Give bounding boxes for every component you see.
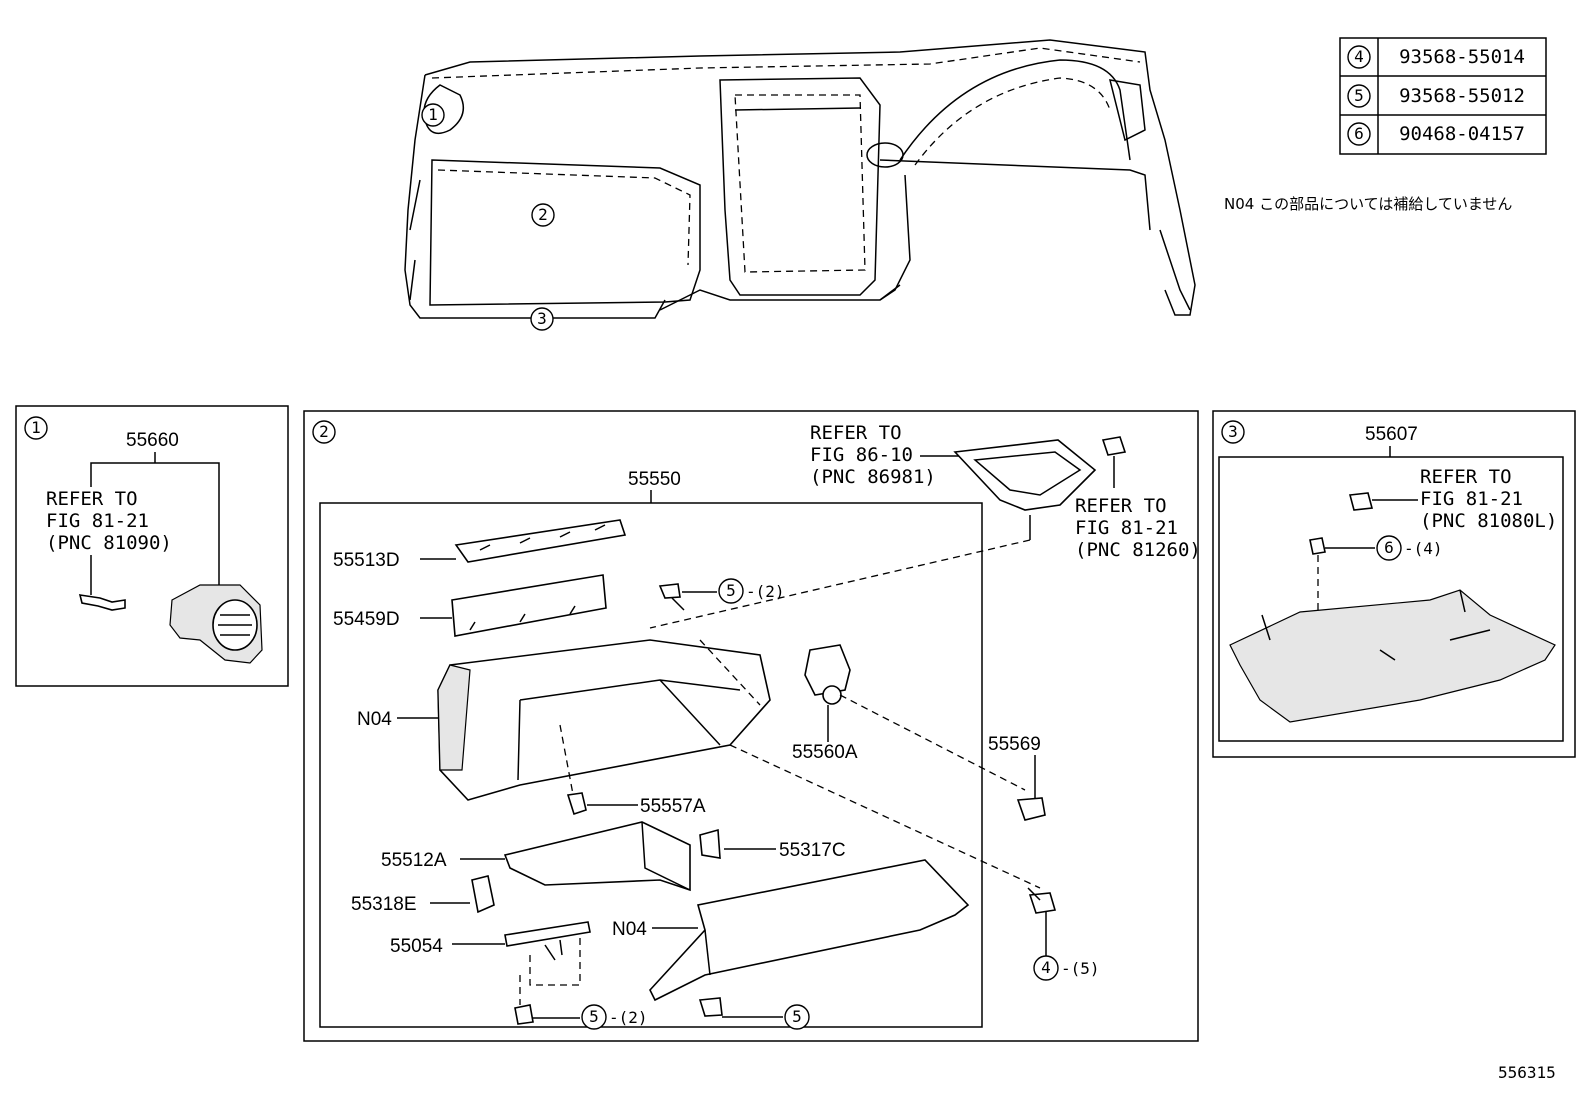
part-N04-box: N04: [357, 709, 392, 730]
legend-num-1: 4: [1354, 47, 1364, 66]
legend-num-2: 5: [1354, 86, 1364, 105]
panel-2: 2 55550 REFER TO FIG 86-10 (PNC 86981) R…: [303, 410, 1201, 1042]
assembly-55550: 55550: [628, 469, 681, 490]
panel-3-refer-line2: FIG 81-21: [1420, 488, 1523, 510]
screw-1-number: 5: [726, 581, 736, 600]
panel-3-refer-line1: REFER TO: [1420, 466, 1512, 488]
supply-note: N04 この部品については補給していません: [1224, 195, 1512, 213]
refer-right-line1: REFER TO: [1075, 495, 1167, 517]
legend-table: 4 93568-55014 5 93568-55012 6 90468-0415…: [1339, 37, 1547, 155]
part-55560A: 55560A: [792, 742, 858, 763]
part-55512A: 55512A: [381, 850, 447, 871]
panel-1-number: 1: [31, 418, 41, 437]
panel-3-number: 3: [1228, 422, 1238, 441]
legend-part-3: 90468-04157: [1399, 123, 1525, 145]
legend-part-1: 93568-55014: [1399, 46, 1525, 68]
part-55317C: 55317C: [779, 840, 846, 861]
part-55318E: 55318E: [351, 894, 417, 915]
overview-callout-3: 3: [537, 309, 547, 328]
part-55054: 55054: [390, 936, 443, 957]
refer-top-line2: FIG 86-10: [810, 444, 913, 466]
screw-4-qty: -(5): [1061, 959, 1100, 978]
part-55569: 55569: [988, 734, 1041, 755]
clip-number: 6: [1384, 538, 1394, 557]
clip-qty: -(4): [1404, 539, 1443, 558]
panel-1-refer-line3: (PNC 81090): [46, 532, 172, 554]
legend-num-3: 6: [1354, 124, 1364, 143]
part-55459D: 55459D: [333, 609, 400, 630]
part-55557A: 55557A: [640, 796, 706, 817]
screw-4-number: 4: [1041, 958, 1051, 977]
refer-right-line2: FIG 81-21: [1075, 517, 1178, 539]
panel-1-refer-line2: FIG 81-21: [46, 510, 149, 532]
screw-2-qty: -(2): [609, 1008, 648, 1027]
overview-callout-2: 2: [538, 205, 548, 224]
overview-callout-1: 1: [428, 105, 438, 124]
part-55660: 55660: [126, 430, 179, 451]
panel-2-number: 2: [319, 422, 329, 441]
legend-part-2: 93568-55012: [1399, 85, 1525, 107]
dashboard-overview: 1 2 3: [404, 39, 1196, 331]
screw-1-qty: -(2): [746, 582, 785, 601]
refer-top-line1: REFER TO: [810, 422, 902, 444]
figure-id: 556315: [1498, 1063, 1556, 1082]
refer-top-line3: (PNC 86981): [810, 466, 936, 488]
panel-1-refer-line1: REFER TO: [46, 488, 138, 510]
panel-1: 1 55660 REFER TO FIG 81-21 (PNC 81090): [15, 405, 289, 687]
panel-3-refer-line3: (PNC 81080L): [1420, 510, 1557, 532]
screw-2-number: 5: [589, 1007, 599, 1026]
refer-right-line3: (PNC 81260): [1075, 539, 1201, 561]
panel-3: 3 55607 REFER TO FIG 81-21 (PNC 81080L) …: [1212, 410, 1576, 758]
part-55513D: 55513D: [333, 550, 400, 571]
screw-3-number: 5: [792, 1007, 802, 1026]
part-N04-door: N04: [612, 919, 647, 940]
part-55607: 55607: [1365, 424, 1418, 445]
